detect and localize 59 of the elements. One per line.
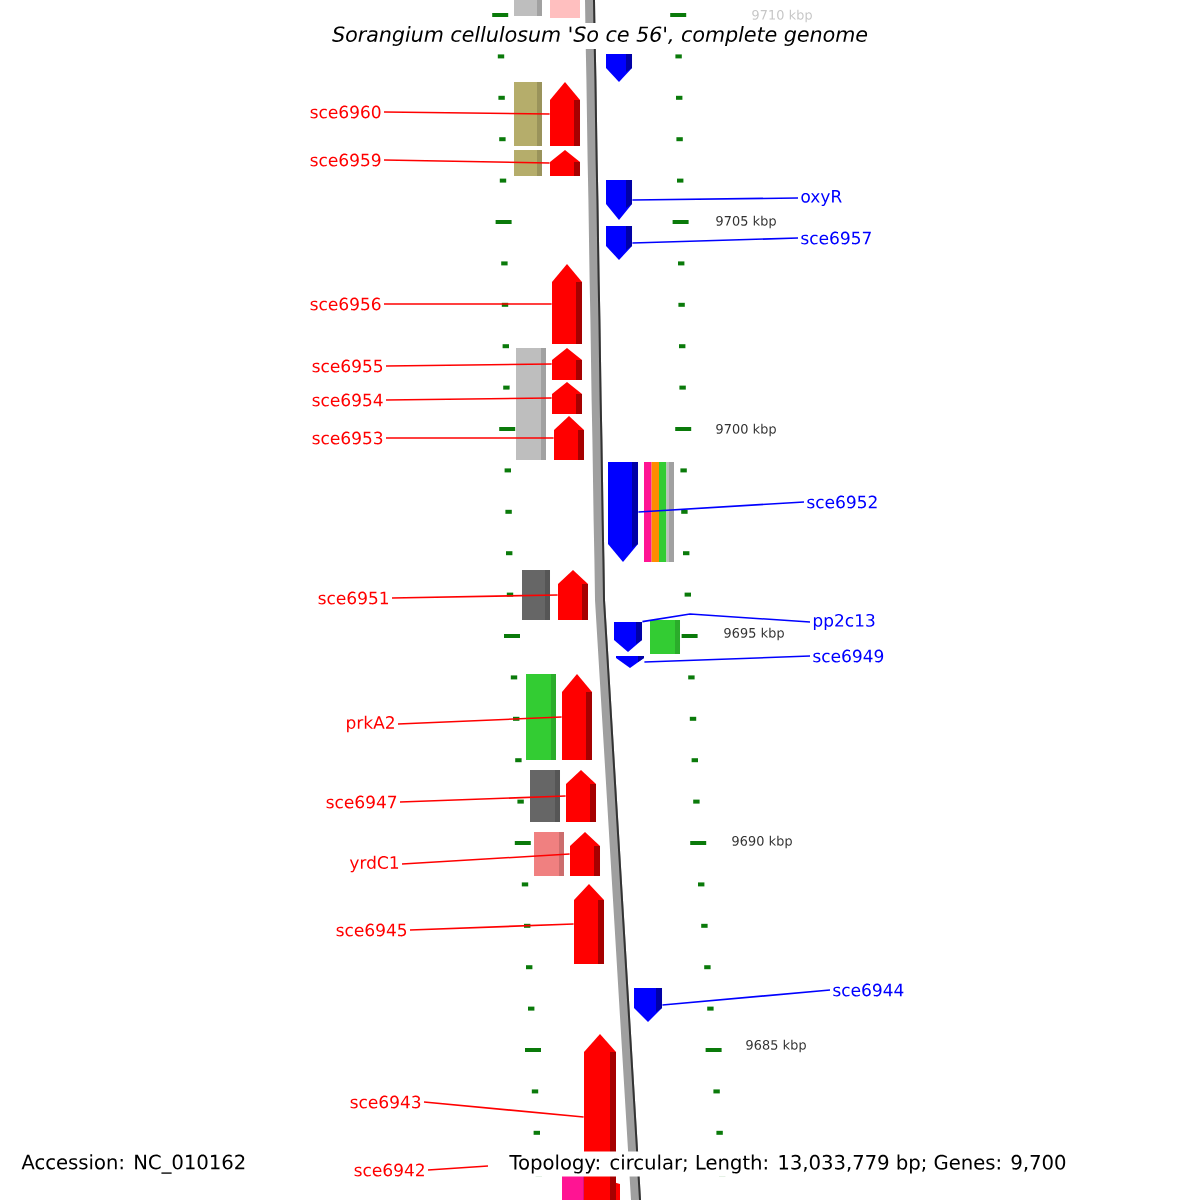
gene-label: sce6960 (310, 105, 381, 119)
gene-label: sce6949 (813, 649, 884, 663)
gene-block (552, 264, 582, 344)
leader-line (423, 1101, 585, 1118)
gene-label: oxyR (801, 190, 842, 206)
gene-block (606, 180, 632, 220)
leader-line (631, 237, 799, 244)
title: Sorangium cellulosum 'So ce 56', complete genome (329, 23, 871, 49)
leader-line (641, 613, 811, 623)
gene-label: pp2c13 (813, 613, 875, 631)
gene-label: sce6955 (312, 359, 383, 373)
gene-label: sce6951 (318, 591, 389, 605)
gene-label: yrdC1 (349, 855, 399, 873)
gene-block (550, 150, 580, 176)
gene-label: sce6944 (833, 983, 904, 997)
leader-line (385, 363, 553, 367)
leader-line (661, 989, 831, 1006)
leader-line (383, 303, 553, 305)
gene-label: sce6953 (312, 431, 383, 445)
leader-line (631, 197, 799, 201)
gene-block (608, 462, 638, 562)
gene-block (558, 570, 588, 620)
leader-line (391, 594, 559, 599)
gene-label: sce6942 (354, 1163, 424, 1177)
leader-line (427, 1165, 489, 1171)
gene-label: sce6957 (801, 231, 871, 245)
leader-line (637, 501, 805, 513)
gene-block (606, 226, 632, 260)
gene-block (574, 884, 604, 964)
leader-line (643, 655, 811, 663)
gene-label: prkA2 (347, 715, 394, 733)
gene-label: sce6959 (310, 153, 381, 167)
leader-line (401, 853, 571, 865)
gene-block (566, 770, 596, 822)
leader-line (383, 111, 551, 115)
gene-block (634, 988, 662, 1022)
gene-block (552, 382, 582, 414)
gene-label: sce6945 (336, 923, 407, 937)
gene-label: sce6947 (326, 795, 397, 809)
gene-block (570, 832, 600, 876)
gene-block (606, 54, 632, 82)
leader-line (409, 923, 575, 931)
gene-block (552, 348, 582, 380)
gene-block (614, 622, 642, 652)
gene-block (550, 82, 580, 146)
gene-block (554, 416, 584, 460)
gene-label: sce6952 (807, 495, 877, 509)
footer-text: Topology: circular; Length: 13,033,779 bp; Genes: 9,700 (506, 1151, 1070, 1177)
leader-line (385, 437, 555, 439)
footer-text: Accession: NC_010162 (18, 1151, 250, 1177)
gene-label: sce6954 (312, 393, 383, 407)
leader-line (399, 795, 567, 803)
gene-label: sce6956 (310, 297, 381, 311)
gene-block (616, 656, 644, 668)
leader-line (385, 397, 553, 401)
leader-line (397, 716, 563, 725)
leader-line (383, 159, 551, 164)
gene-block (562, 674, 592, 760)
gene-label: sce6943 (350, 1095, 421, 1109)
